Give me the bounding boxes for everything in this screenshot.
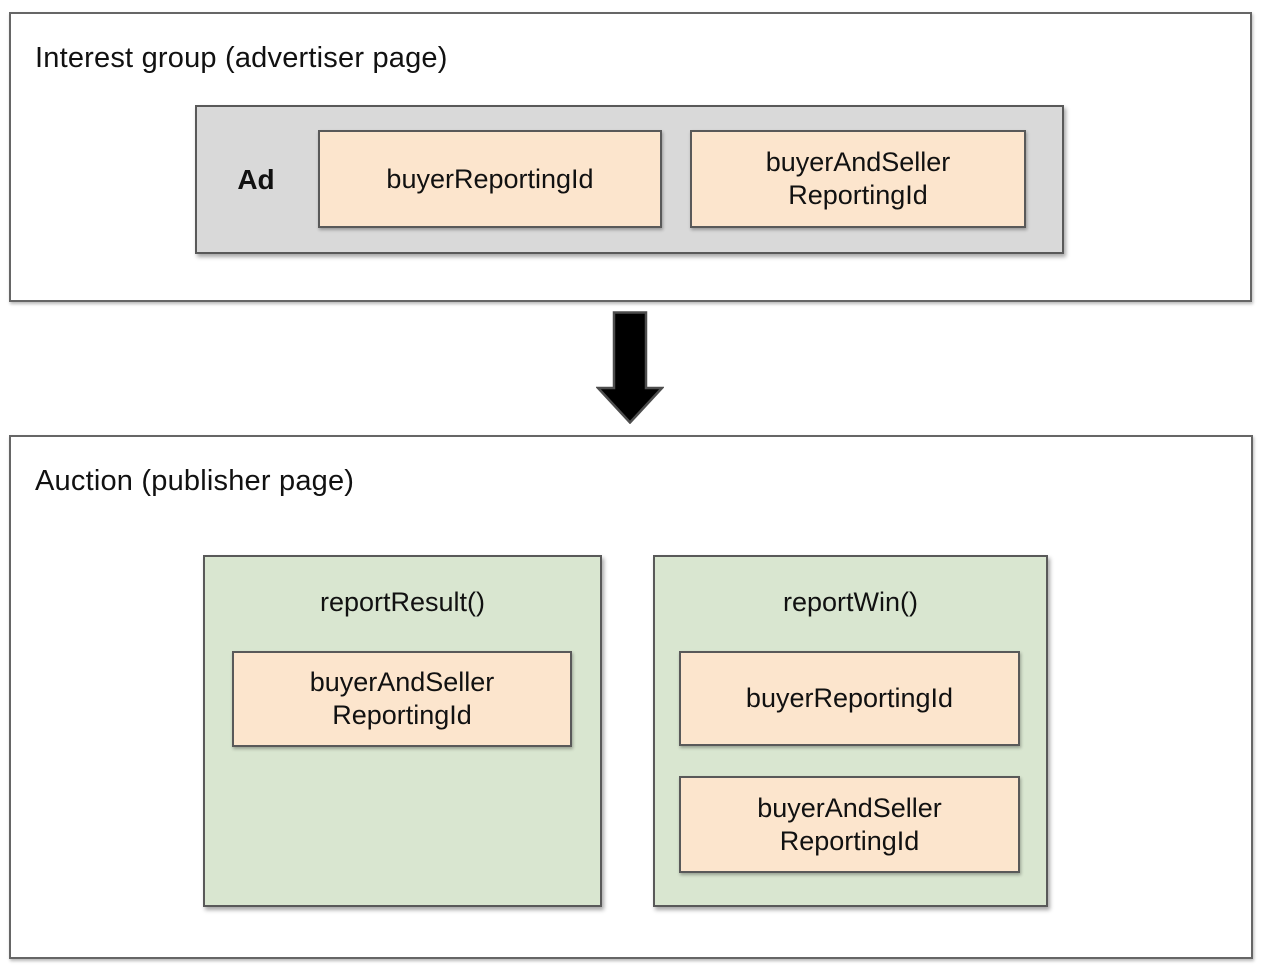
field-buyer-and-seller-reporting-id: buyerAndSeller ReportingId [232,651,572,747]
report-result-box: reportResult() buyerAndSeller ReportingI… [203,555,602,907]
interest-group-section: Interest group (advertiser page) Ad buye… [9,12,1252,302]
ad-label: Ad [237,163,275,195]
auction-section: Auction (publisher page) reportResult() … [9,435,1253,959]
report-win-title: reportWin() [782,587,918,617]
report-result-title: reportResult() [319,587,486,617]
report-win-box: reportWin() buyerReportingId buyerAndSel… [653,555,1048,907]
field-buyer-reporting-id: buyerReportingId [679,651,1020,746]
field-buyer-and-seller-reporting-id: buyerAndSeller ReportingId [690,130,1026,228]
auction-title: Auction (publisher page) [35,465,355,497]
field-buyer-and-seller-reporting-id: buyerAndSeller ReportingId [679,776,1020,873]
down-block-arrow-icon [596,311,664,424]
interest-group-title: Interest group (advertiser page) [35,42,448,74]
field-buyer-reporting-id: buyerReportingId [318,130,662,228]
ad-container: Ad buyerReportingId buyerAndSeller Repor… [195,105,1064,254]
